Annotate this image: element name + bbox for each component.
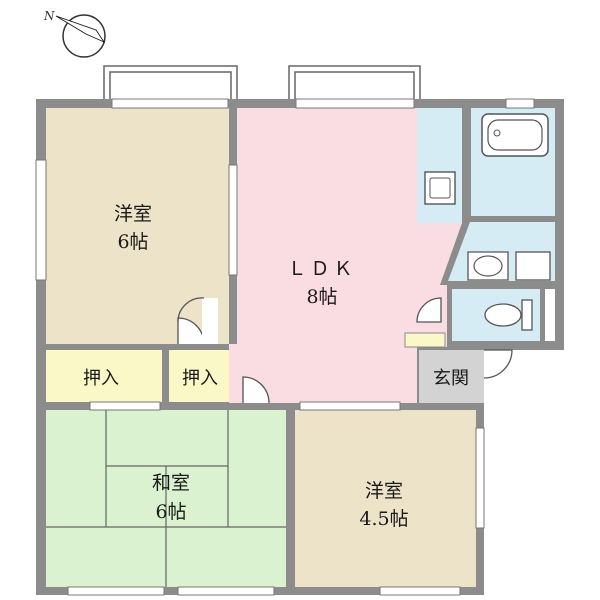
label-western-6-size: 6帖 (117, 231, 148, 253)
room-ldk (237, 108, 417, 403)
tatami-lines (46, 410, 286, 587)
compass: N (43, 9, 106, 58)
label-closet-left: 押入 (83, 368, 119, 389)
kitchen-sink-icon (424, 171, 456, 205)
toilet-shelf (545, 289, 555, 341)
room-ldk-corridor (417, 223, 462, 285)
washbasin-icon (467, 251, 509, 281)
balcony-left (103, 65, 238, 101)
room-kitchen-strip (417, 108, 462, 223)
label-japanese-size: 6帖 (155, 501, 186, 523)
door-toilet (416, 297, 442, 323)
label-ldk-size: 8帖 (306, 286, 337, 308)
label-western-45-name: 洋室 (365, 480, 403, 502)
door-ldk-lower (242, 376, 270, 404)
label-western-6-name: 洋室 (114, 203, 152, 225)
label-ldk-name: ＬＤＫ (287, 258, 356, 280)
doors (177, 297, 513, 404)
compass-north-label: N (43, 9, 55, 23)
windows (35, 98, 535, 596)
north-arrow-icon (55, 14, 106, 58)
bathtub-icon (481, 113, 549, 157)
washing-machine-icon (515, 251, 551, 281)
label-japanese-name: 和室 (152, 472, 190, 494)
room-closet-left (46, 350, 162, 402)
label-western-45-size: 4.5帖 (359, 508, 408, 530)
room-entrance (419, 350, 484, 403)
label-entrance: 玄関 (433, 368, 469, 389)
shoe-box (404, 332, 446, 348)
room-ldk-ext (229, 344, 239, 403)
room-western-45 (295, 410, 476, 587)
label-closet-right: 押入 (182, 368, 218, 389)
door-entrance (483, 349, 513, 379)
room-western-6 (46, 108, 229, 344)
room-closet-right (169, 350, 229, 402)
balcony-right (288, 65, 421, 101)
toilet-icon (484, 299, 533, 331)
